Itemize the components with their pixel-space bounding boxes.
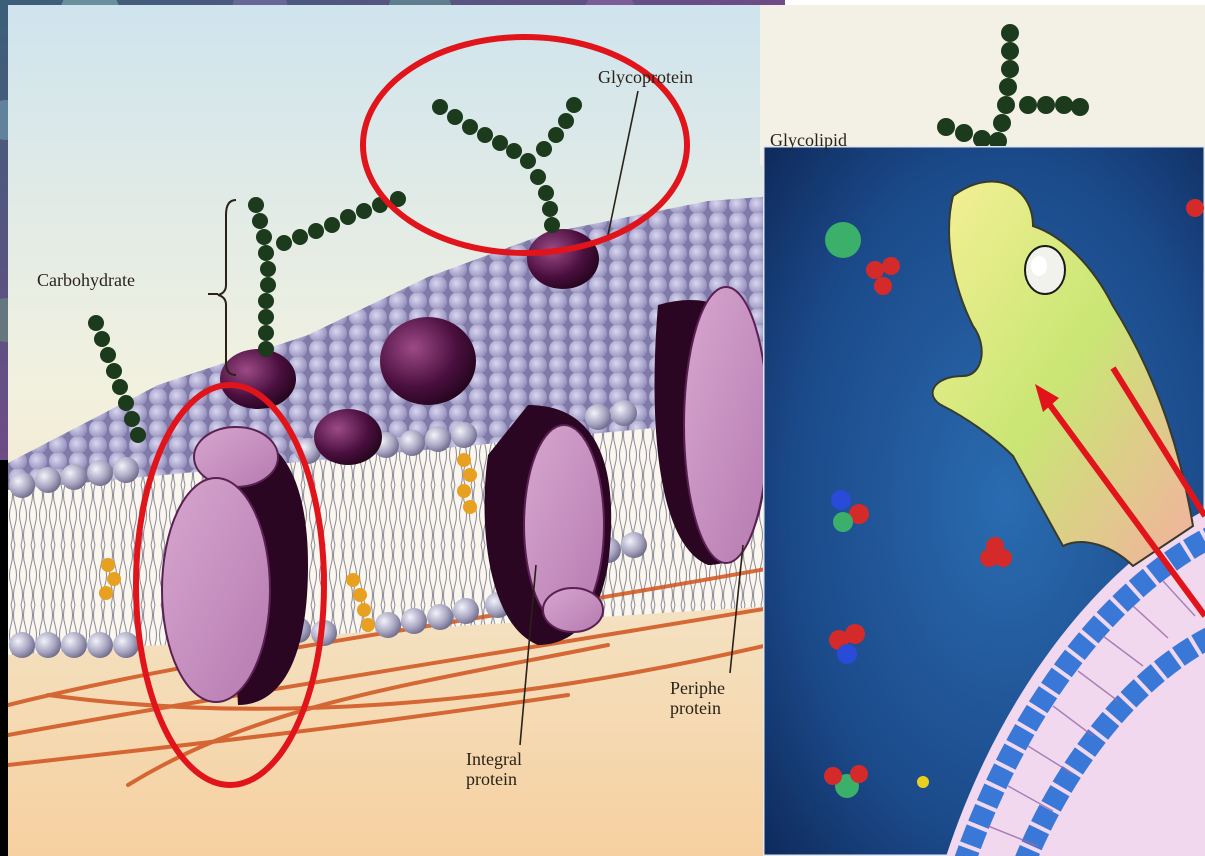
peripheral-protein-label: Periphe protein <box>670 678 725 718</box>
glycoprotein-label: Glycoprotein <box>598 67 693 87</box>
glycolipid-label: Glycolipid <box>770 130 847 150</box>
integral-protein-label: Integral protein <box>466 749 522 789</box>
membrane-illustration <box>8 5 788 856</box>
cell-surface-illustration <box>763 146 1205 856</box>
carbohydrate-label: Carbohydrate <box>37 270 135 290</box>
